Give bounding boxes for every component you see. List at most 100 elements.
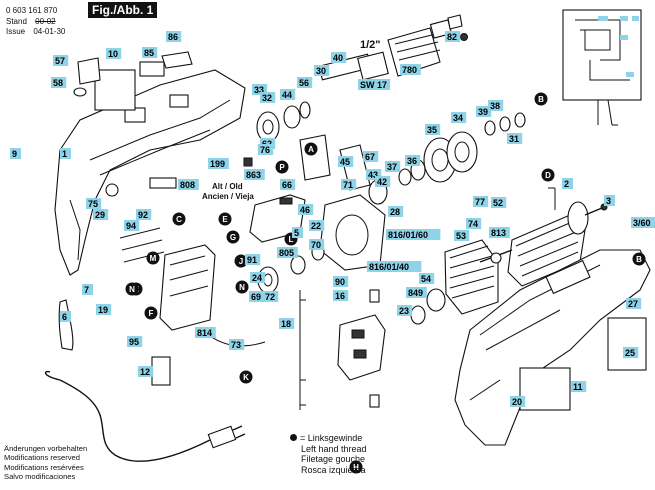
legend-line-3: Rosca izquierda bbox=[301, 464, 366, 475]
gear-pack bbox=[368, 112, 526, 205]
footer-line-1: Modifications reserved bbox=[4, 453, 80, 463]
callout-29: 29 bbox=[93, 209, 109, 220]
callout-text: 34 bbox=[453, 113, 463, 123]
callout-text: 813 bbox=[491, 228, 506, 238]
callout-77: 77 bbox=[473, 196, 489, 207]
callout-text: 23 bbox=[399, 306, 409, 316]
callout-75: 75 bbox=[86, 198, 102, 209]
chuck-assembly bbox=[318, 14, 468, 81]
callout-74: 74 bbox=[466, 218, 482, 229]
callout-text: K bbox=[243, 373, 249, 382]
callout-53: 53 bbox=[454, 230, 470, 241]
callout-text: 12 bbox=[140, 367, 150, 377]
callout-text: 816/01/60 bbox=[388, 230, 428, 240]
front-bearings bbox=[256, 101, 311, 143]
callout-text: 780 bbox=[402, 65, 417, 75]
callout-text: 24 bbox=[252, 273, 262, 283]
callout-text: 29 bbox=[95, 210, 105, 220]
callout-73: 73 bbox=[229, 339, 245, 350]
stand-value: 00-02 bbox=[35, 17, 56, 26]
callout-SW 17: SW 17 bbox=[358, 79, 390, 90]
callout-text: B bbox=[636, 255, 642, 264]
callout-814: 814 bbox=[195, 327, 216, 338]
callout-33: 33 bbox=[252, 84, 268, 95]
callout-text: 30 bbox=[316, 66, 326, 76]
callout-849: 849 bbox=[406, 287, 427, 298]
callout-text: 199 bbox=[210, 159, 225, 169]
callout-text: SW 17 bbox=[360, 80, 387, 90]
callout-23: 23 bbox=[397, 305, 413, 316]
ref-letter-F: F bbox=[144, 306, 158, 320]
callout-46: 46 bbox=[298, 204, 314, 215]
alt-label-2: Ancien / Vieja bbox=[202, 192, 254, 201]
figure-label: Fig./Abb. 1 bbox=[88, 2, 158, 18]
issue-label: Issue bbox=[6, 27, 26, 36]
callout-text: 37 bbox=[387, 162, 397, 172]
callout-22: 22 bbox=[309, 220, 325, 231]
part-20-label bbox=[519, 367, 571, 411]
legend-line-2: Filetage gouche bbox=[301, 454, 366, 465]
callout-text: 35 bbox=[427, 125, 437, 135]
callout-text: 808 bbox=[180, 180, 195, 190]
callout-3: 3 bbox=[604, 195, 615, 206]
callout-text: 74 bbox=[468, 219, 478, 229]
callout-94: 94 bbox=[124, 220, 140, 231]
callout-text: 85 bbox=[144, 48, 154, 58]
callout-31: 31 bbox=[507, 133, 523, 144]
callout-42: 42 bbox=[375, 176, 391, 187]
callout-text: 805 bbox=[279, 248, 294, 258]
callout-text: 52 bbox=[493, 198, 503, 208]
legend-line-1: Left hand thread bbox=[301, 443, 367, 454]
callout-text: H bbox=[353, 463, 359, 472]
callout-9: 9 bbox=[10, 148, 21, 159]
part-58 bbox=[73, 87, 87, 97]
callout-11: 11 bbox=[571, 381, 587, 392]
callout-text: A bbox=[308, 145, 314, 154]
callout-16: 16 bbox=[333, 290, 349, 301]
callout-text: E bbox=[222, 215, 228, 224]
callout-35: 35 bbox=[425, 124, 441, 135]
ref-letter-G: G bbox=[226, 230, 240, 244]
ref-letter-K: K bbox=[239, 370, 253, 384]
callout-text: 76 bbox=[260, 145, 270, 155]
callout-3/60: 3/60 bbox=[631, 217, 655, 228]
callout-95: 95 bbox=[127, 336, 143, 347]
ref-letter-B: B bbox=[534, 92, 548, 106]
callout-text: 9 bbox=[12, 149, 17, 159]
leader-816 bbox=[299, 290, 306, 410]
callout-text: 82 bbox=[447, 32, 457, 42]
ref-letter-N: N bbox=[125, 282, 139, 296]
callout-text: 94 bbox=[126, 221, 136, 231]
callout-layer: 911057588586199808753332445662863PAB7666… bbox=[10, 31, 655, 474]
housing-left-half bbox=[54, 69, 246, 276]
callout-text: 814 bbox=[197, 328, 212, 338]
callout-text: 54 bbox=[421, 274, 431, 284]
callout-text: 40 bbox=[333, 53, 343, 63]
callout-2: 2 bbox=[562, 178, 573, 189]
callout-56: 56 bbox=[297, 77, 313, 88]
callout-text: 43 bbox=[368, 170, 378, 180]
callout-52: 52 bbox=[491, 197, 507, 208]
callout-86: 86 bbox=[166, 31, 182, 42]
ref-letter-N: N bbox=[235, 280, 249, 294]
footer-notes: Änderungen vorbehalten Modifications res… bbox=[4, 444, 87, 481]
callout-text: 3 bbox=[606, 196, 611, 206]
callout-19: 19 bbox=[96, 304, 112, 315]
callout-text: 10 bbox=[108, 49, 118, 59]
callout-text: 44 bbox=[282, 90, 292, 100]
callout-text: 66 bbox=[282, 180, 292, 190]
callout-text: G bbox=[230, 233, 236, 242]
part-85-plate bbox=[139, 61, 165, 77]
callout-6: 6 bbox=[60, 311, 71, 322]
part-10-cover bbox=[94, 69, 136, 111]
ref-letter-A: A bbox=[304, 142, 318, 156]
ref-letter-P: P bbox=[275, 160, 289, 174]
callout-text: 46 bbox=[300, 205, 310, 215]
callout-24: 24 bbox=[250, 272, 266, 283]
legend-line-0: = Linksgewinde bbox=[290, 433, 367, 444]
callout-text: 56 bbox=[299, 78, 309, 88]
ref-letter-J: J bbox=[234, 254, 248, 268]
callout-text: 5 bbox=[294, 228, 299, 238]
callout-38: 38 bbox=[488, 100, 504, 111]
issue-value: 04-01-30 bbox=[33, 27, 66, 36]
